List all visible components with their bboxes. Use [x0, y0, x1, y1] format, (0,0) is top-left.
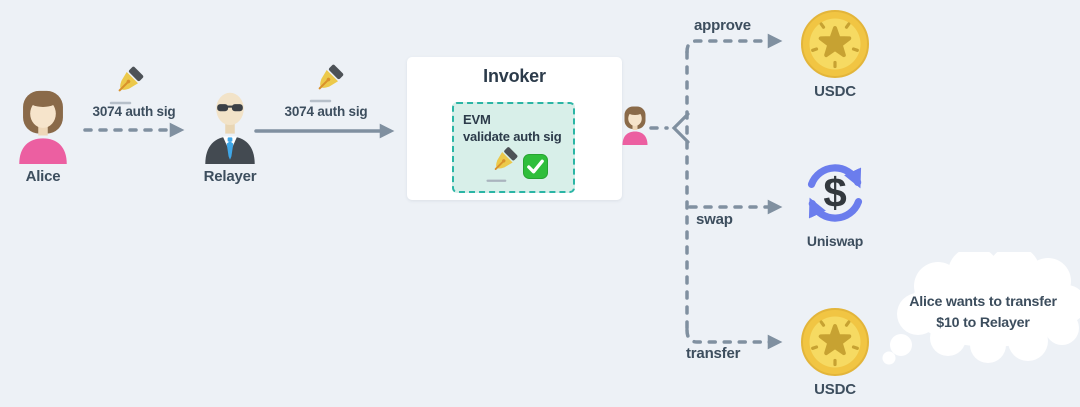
- transfer-label: transfer: [686, 345, 741, 362]
- invoker-box: Invoker EVM validate auth sig: [407, 57, 622, 200]
- alice-small-node: [619, 104, 651, 146]
- arrow-approve: [685, 33, 783, 54]
- swap-label: swap: [696, 211, 733, 228]
- relayer-person-icon: [205, 92, 255, 164]
- check-icon: [522, 154, 548, 179]
- evm-box: EVM validate auth sig: [452, 102, 575, 193]
- auth-sig-1-label: 3074 auth sig: [92, 104, 176, 119]
- usdc-bottom-label: USDC: [814, 381, 856, 398]
- thought-text: Alice wants to transfer $10 to Relayer: [893, 292, 1073, 334]
- approve-label: approve: [694, 17, 751, 34]
- usdc-coin-icon: [801, 308, 869, 376]
- pen-icon: [109, 66, 144, 105]
- evm-label: EVM: [463, 112, 491, 127]
- auth-sig-2-icon-wrap: [306, 64, 346, 104]
- arrow-transfer: [685, 328, 783, 350]
- usdc-top-label: USDC: [814, 83, 856, 100]
- relayer-label: Relayer: [203, 168, 257, 185]
- alice-node: [12, 88, 74, 164]
- uniswap-label: Uniswap: [806, 233, 864, 249]
- thought-cloud-icon: [882, 252, 1080, 365]
- thought-line-1: Alice wants to transfer: [909, 294, 1057, 310]
- invoker-title: Invoker: [483, 66, 546, 86]
- pen-icon: [309, 64, 344, 103]
- thought-cloud: [878, 252, 1080, 382]
- usdc-bottom-node: [800, 307, 870, 377]
- alice-person-icon: [19, 90, 67, 164]
- relayer-node: [197, 88, 263, 164]
- alice-label: Alice: [25, 168, 61, 185]
- uniswap-node: $: [799, 157, 871, 229]
- auth-sig-1-icon-wrap: [106, 66, 146, 106]
- pen-icon: [485, 147, 517, 182]
- evm-action-label: validate auth sig: [463, 129, 562, 144]
- alice-small-person-icon: [622, 106, 648, 145]
- dollar-sign: $: [823, 169, 846, 216]
- uniswap-icon: $: [807, 164, 863, 222]
- thought-line-2: $10 to Relayer: [936, 315, 1030, 331]
- fork-chevron: [671, 112, 690, 144]
- usdc-top-node: [800, 9, 870, 79]
- usdc-coin-icon: [801, 10, 869, 78]
- auth-sig-2-label: 3074 auth sig: [284, 104, 368, 119]
